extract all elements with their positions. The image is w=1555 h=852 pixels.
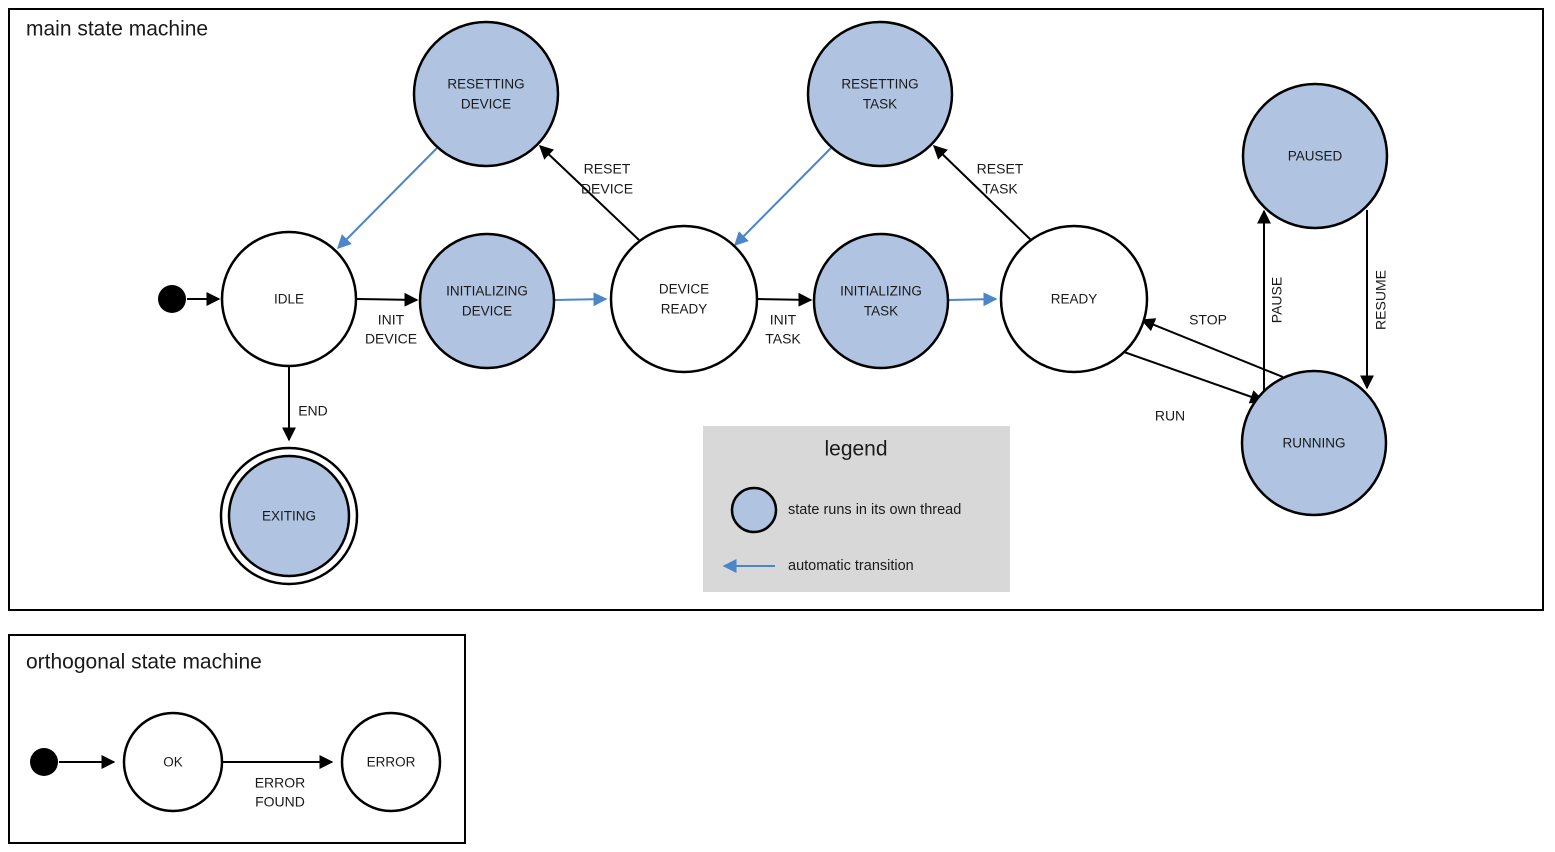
- transition-idle-to-exiting[interactable]: END: [282, 367, 328, 442]
- blue-circle-icon: [730, 486, 778, 534]
- main-states: IDLE INITIALIZING DEVICE RESETTING DEVIC…: [219, 20, 1389, 586]
- state-ok[interactable]: OK: [122, 711, 224, 813]
- state-label-resetting-task-line1: RESETTING: [841, 77, 918, 92]
- transition-label-init-task-line2: TASK: [765, 331, 801, 347]
- transition-ready-to-resetting-task[interactable]: RESET TASK: [932, 145, 1032, 241]
- state-label-device-ready-line1: DEVICE: [659, 282, 709, 297]
- state-initializing-device[interactable]: INITIALIZING DEVICE: [418, 232, 556, 370]
- transition-device-ready-to-initializing-task[interactable]: INIT TASK: [756, 292, 813, 347]
- transition-label-init-device-line2: DEVICE: [365, 331, 417, 347]
- transition-device-ready-to-resetting-device[interactable]: RESET DEVICE: [538, 145, 640, 241]
- state-resetting-task[interactable]: RESETTING TASK: [806, 20, 954, 168]
- transition-label-reset-task-line2: TASK: [982, 181, 1018, 197]
- state-ready[interactable]: READY: [999, 224, 1149, 374]
- main-machine-title: main state machine: [26, 18, 208, 41]
- legend-item-thread: state runs in its own thread: [730, 486, 961, 534]
- state-label-resetting-task-line2: TASK: [863, 97, 897, 112]
- transition-resetting-task-to-device-ready[interactable]: [734, 147, 832, 246]
- state-label-ready: READY: [1051, 292, 1098, 307]
- transition-label-reset-task-line1: RESET: [977, 161, 1024, 177]
- state-label-paused: PAUSED: [1288, 149, 1343, 164]
- state-initializing-task[interactable]: INITIALIZING TASK: [812, 232, 950, 370]
- transition-ok-to-error[interactable]: ERROR FOUND: [222, 755, 334, 810]
- transition-ready-to-running[interactable]: RUN: [1123, 351, 1265, 424]
- state-label-idle: IDLE: [274, 292, 304, 307]
- transition-label-stop: STOP: [1189, 312, 1227, 328]
- state-label-initializing-device-line2: DEVICE: [462, 304, 512, 319]
- state-running[interactable]: RUNNING: [1240, 369, 1388, 517]
- orthogonal-machine-title: orthogonal state machine: [26, 651, 262, 674]
- legend-item-auto-transition: automatic transition: [722, 558, 914, 574]
- state-device-ready[interactable]: DEVICE READY: [609, 224, 759, 374]
- orthogonal-initial-state-marker: [30, 748, 58, 776]
- state-label-device-ready-line2: READY: [661, 302, 708, 317]
- transition-label-error-found-line1: ERROR: [255, 775, 306, 791]
- state-label-initializing-device-line1: INITIALIZING: [446, 284, 528, 299]
- transition-running-to-paused[interactable]: PAUSE: [1257, 209, 1285, 401]
- initial-state-marker: [158, 285, 186, 313]
- state-paused[interactable]: PAUSED: [1241, 82, 1389, 230]
- transition-idle-to-initializing-device[interactable]: INIT DEVICE: [356, 292, 419, 347]
- state-label-running: RUNNING: [1283, 436, 1346, 451]
- state-label-resetting-device-line1: RESETTING: [447, 77, 524, 92]
- state-resetting-device[interactable]: RESETTING DEVICE: [412, 20, 560, 168]
- transition-label-end: END: [298, 403, 328, 419]
- legend: legend state runs in its own thread auto…: [703, 426, 1010, 592]
- transition-paused-to-running[interactable]: RESUME: [1360, 210, 1389, 390]
- orthogonal-states: OK ERROR: [122, 711, 442, 813]
- main-state-machine: main state machine INIT DEVICE: [8, 8, 1544, 611]
- orthogonal-machine-frame: [8, 634, 466, 844]
- transition-label-reset-device-line2: DEVICE: [581, 181, 633, 197]
- state-error[interactable]: ERROR: [340, 711, 442, 813]
- legend-title: legend: [824, 438, 887, 461]
- transition-label-init-task-line1: INIT: [770, 312, 797, 328]
- main-transitions: INIT DEVICE RESET DEVICE INIT TASK: [187, 145, 1389, 442]
- transition-running-to-ready[interactable]: STOP: [1140, 312, 1284, 378]
- state-label-exiting: EXITING: [262, 509, 316, 524]
- legend-label-thread: state runs in its own thread: [788, 502, 961, 518]
- state-label-ok: OK: [163, 755, 183, 770]
- transition-label-resume: RESUME: [1373, 270, 1389, 330]
- state-label-resetting-device-line2: DEVICE: [461, 97, 511, 112]
- transition-initializing-task-to-ready[interactable]: [948, 292, 998, 307]
- transition-label-error-found-line2: FOUND: [255, 794, 305, 810]
- state-label-error: ERROR: [367, 755, 416, 770]
- state-exiting[interactable]: EXITING: [219, 446, 359, 586]
- orthogonal-transitions: ERROR FOUND: [59, 755, 334, 810]
- transition-label-init-device-line1: INIT: [378, 312, 405, 328]
- transition-label-run: RUN: [1155, 408, 1185, 424]
- transition-resetting-device-to-idle[interactable]: [337, 147, 438, 249]
- transition-initializing-device-to-device-ready[interactable]: [554, 292, 608, 307]
- main-machine-frame: [8, 8, 1544, 611]
- state-label-initializing-task-line2: TASK: [864, 304, 898, 319]
- transition-label-reset-device-line1: RESET: [584, 161, 631, 177]
- state-label-initializing-task-line1: INITIALIZING: [840, 284, 922, 299]
- legend-label-auto-transition: automatic transition: [788, 558, 914, 574]
- orthogonal-state-machine: orthogonal state machine ERROR FOUND OK …: [8, 634, 466, 844]
- transition-label-pause: PAUSE: [1269, 277, 1285, 323]
- state-idle[interactable]: IDLE: [220, 230, 358, 368]
